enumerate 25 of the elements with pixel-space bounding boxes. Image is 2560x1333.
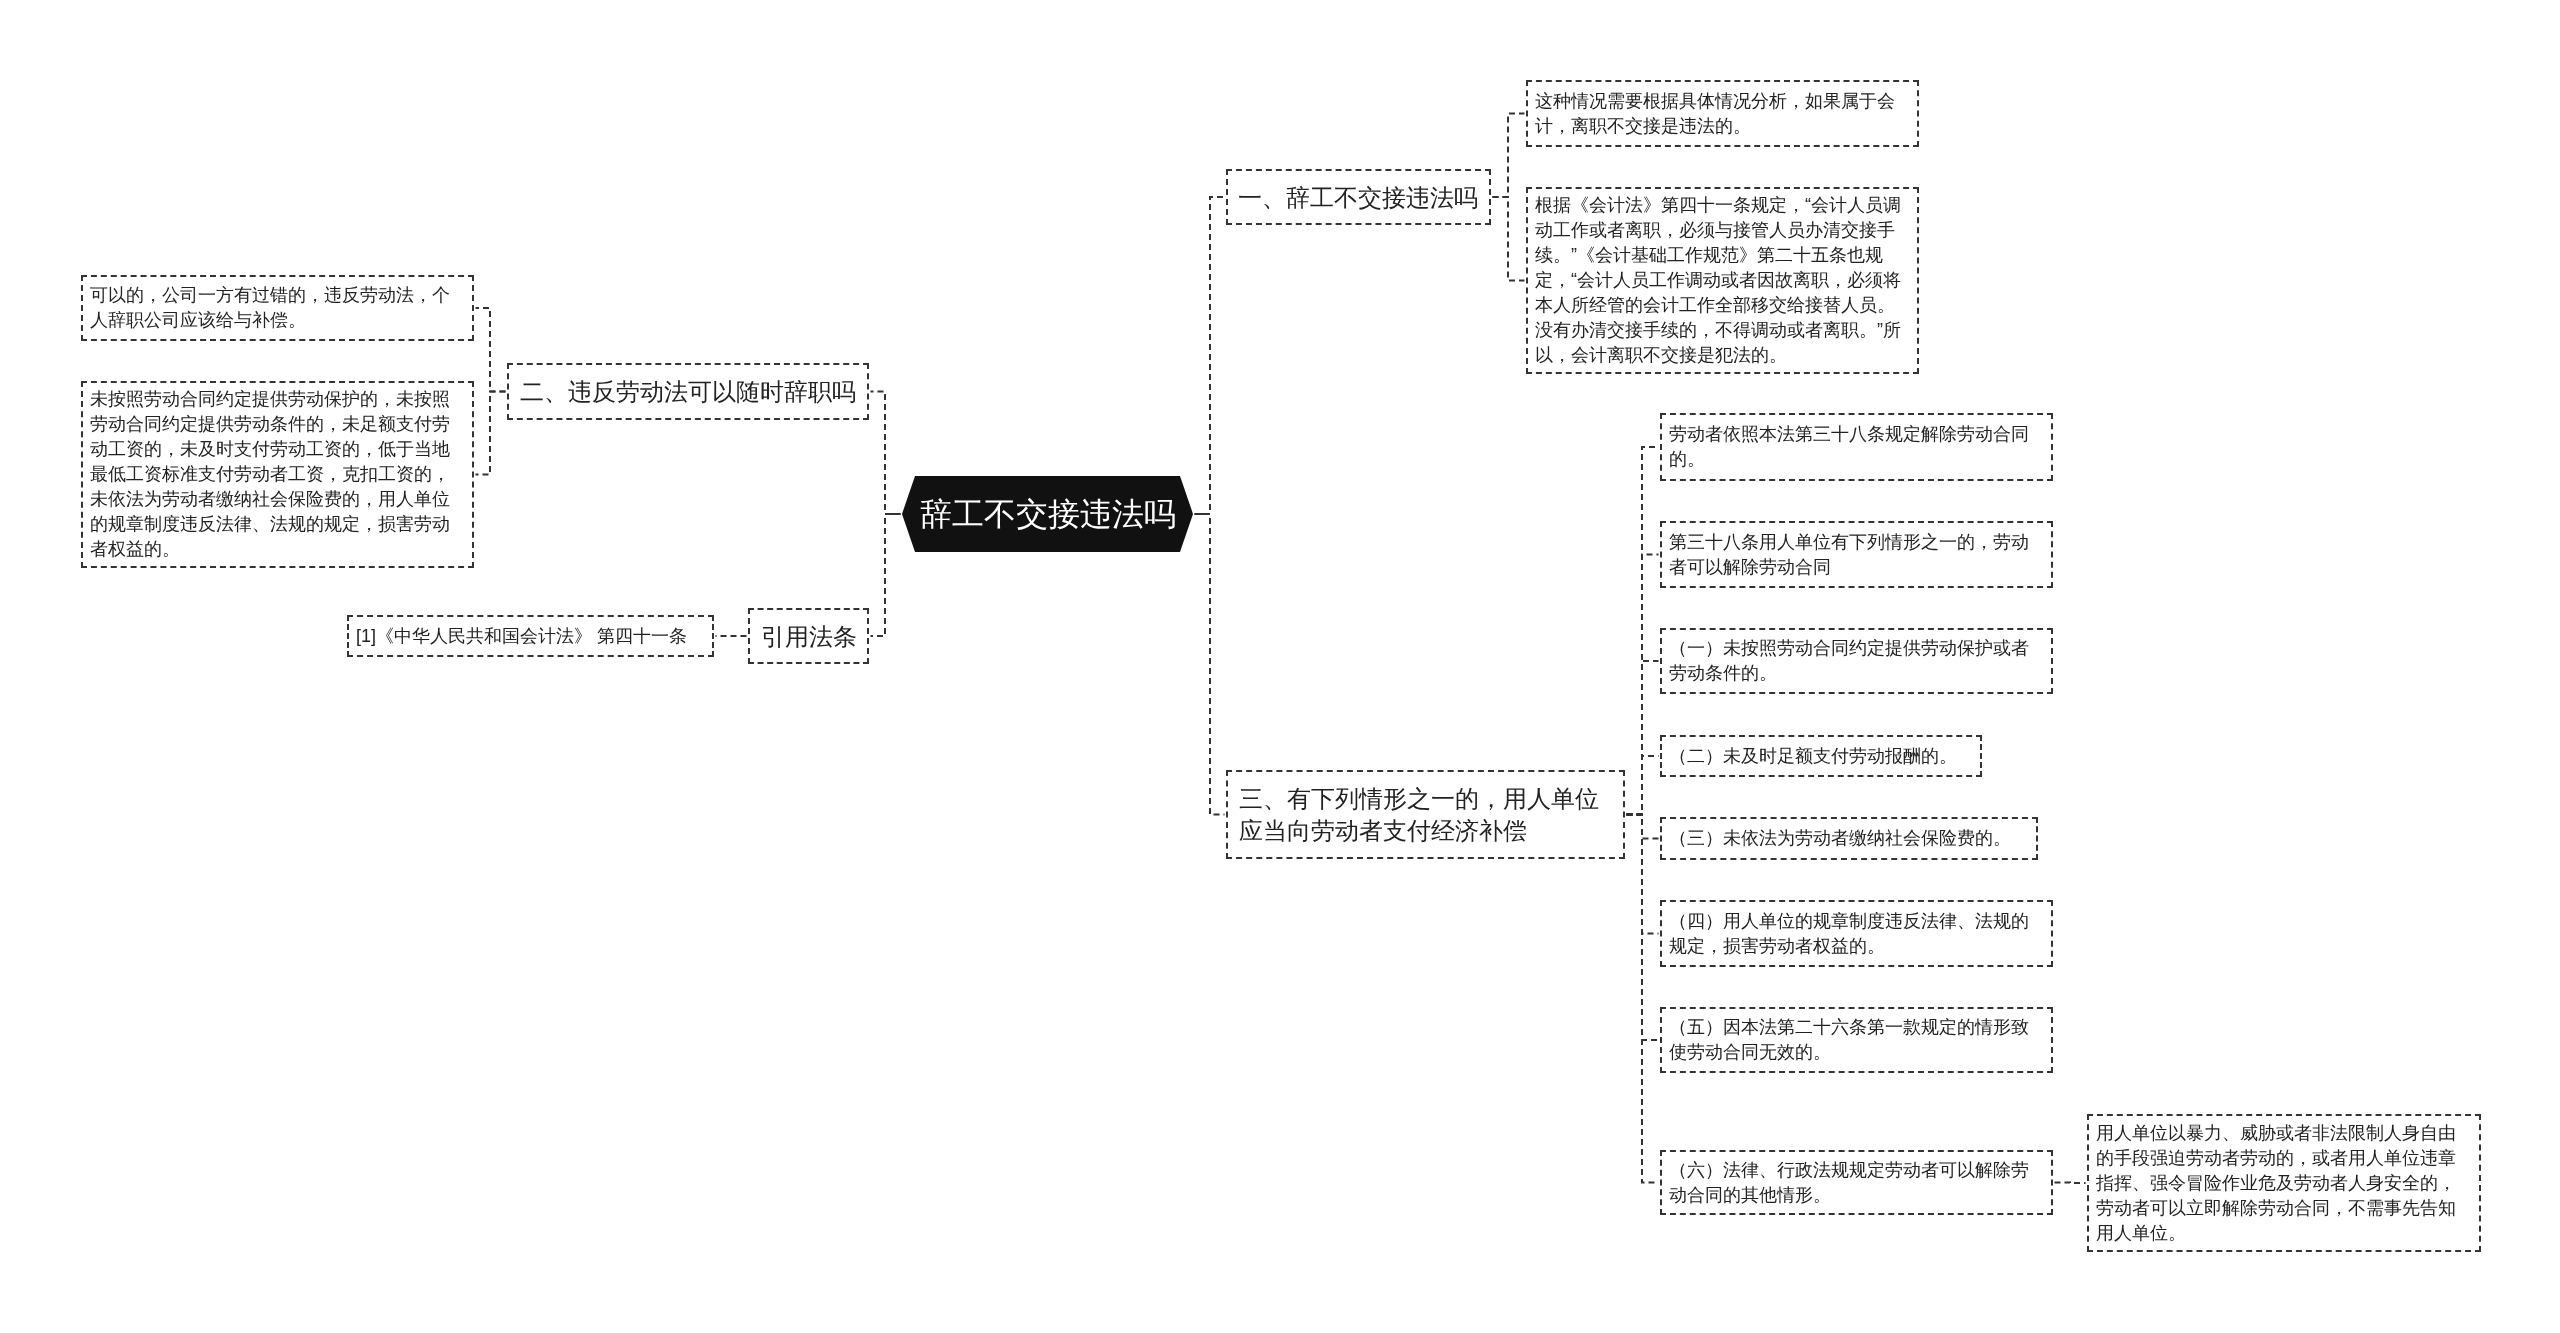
text-box: 劳动者依照本法第三十八条规定解除劳动合同的。	[1660, 413, 2053, 481]
topic-box: 三、有下列情形之一的，用人单位应当向劳动者支付经济补偿	[1226, 770, 1625, 859]
topic-box: 引用法条	[748, 608, 869, 664]
connector-line	[714, 635, 748, 637]
text-box: 可以的，公司一方有过错的，违反劳动法，个人辞职公司应该给与补偿。	[81, 275, 474, 341]
connector-line	[1193, 513, 1226, 816]
connector-line	[474, 390, 507, 476]
central-topic: 辞工不交接违法吗	[902, 476, 1193, 552]
text-box: 根据《会计法》第四十一条规定，“会计人员调动工作或者离职，必须与接管人员办清交接手续。”《会计基础工作规范》第二十五条也规定，“会计人员工作调动或者因故离职，必须将本人所经管的会计工作全部移交给接替人员。没有办清交接手续的，不得调动或者离职。”所以，会计离职不交接是犯法的。	[1526, 187, 1919, 374]
text-box: [1]《中华人民共和国会计法》 第四十一条	[347, 615, 714, 657]
text-box: 这种情况需要根据具体情况分析，如果属于会计，离职不交接是违法的。	[1526, 80, 1919, 147]
text-box: 用人单位以暴力、威胁或者非法限制人身自由的手段强迫劳动者劳动的，或者用人单位违章指挥、强令冒险作业危及劳动者人身安全的，劳动者可以立即解除劳动合同，不需事先告知用人单位。	[2087, 1114, 2481, 1252]
text-box: （三）未依法为劳动者缴纳社会保险费的。	[1660, 817, 2038, 860]
text-box: （五）因本法第二十六条第一款规定的情形致使劳动合同无效的。	[1660, 1007, 2053, 1073]
connector-line	[2053, 1181, 2087, 1184]
text-box: （六）法律、行政法规规定劳动者可以解除劳动合同的其他情形。	[1660, 1150, 2053, 1215]
topic-box: 一、辞工不交接违法吗	[1226, 169, 1491, 225]
connector-line	[869, 513, 902, 637]
text-box: （一）未按照劳动合同约定提供劳动保护或者劳动条件的。	[1660, 628, 2053, 694]
text-box: 未按照劳动合同约定提供劳动保护的，未按照劳动合同约定提供劳动条件的，未足额支付劳动工资的，未及时支付劳动工资的，低于当地最低工资标准支付劳动者工资，克扣工资的，未依法为劳动者缴纳社会保险费的，用人单位的规章制度违反法律、法规的规定，损害劳动者权益的。	[81, 381, 474, 568]
connector-line	[1491, 196, 1526, 282]
text-box: 第三十八条用人单位有下列情形之一的，劳动者可以解除劳动合同	[1660, 521, 2053, 588]
text-box: （二）未及时足额支付劳动报酬的。	[1660, 735, 1982, 777]
topic-box: 二、违反劳动法可以随时辞职吗	[507, 363, 869, 420]
text-box: （四）用人单位的规章制度违反法律、法规的规定，损害劳动者权益的。	[1660, 900, 2053, 967]
